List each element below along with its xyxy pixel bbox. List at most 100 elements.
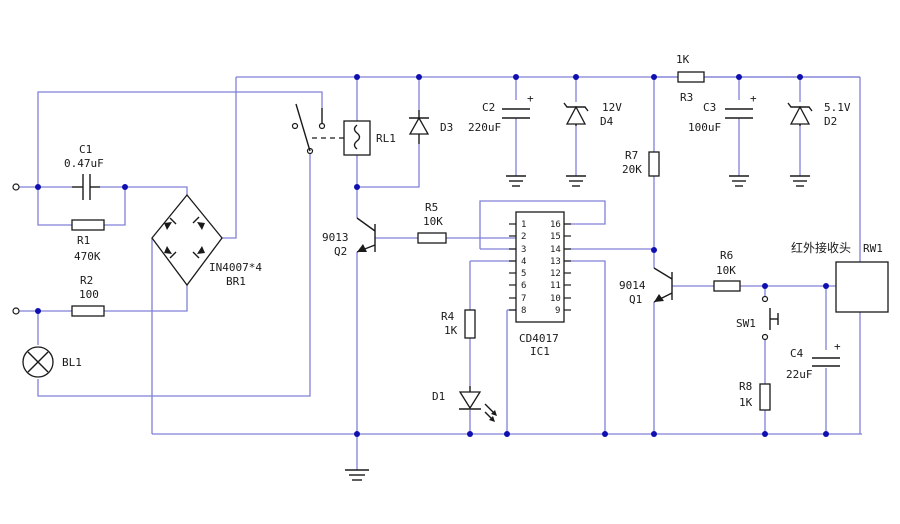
junction-dot — [651, 247, 657, 253]
r8-value-label: 1K — [739, 396, 753, 409]
junction-dots — [35, 74, 829, 437]
r5-ref-label: R5 — [425, 201, 438, 214]
ic1-pin-number: 13 — [550, 257, 561, 267]
mains-input-terminal — [12, 307, 20, 315]
d1-ref-label: D1 — [432, 390, 445, 403]
q1-ref-label: Q1 — [629, 293, 642, 306]
junction-dot — [736, 74, 742, 80]
r5-value-label: 10K — [423, 215, 443, 228]
r7-ref-label: R7 — [625, 149, 638, 162]
junction-dot — [354, 184, 360, 190]
q2-ref-label: Q2 — [334, 245, 347, 258]
ic1-pin-number: 9 — [555, 306, 560, 316]
junction-dot — [513, 74, 519, 80]
ground-symbol-d4 — [566, 175, 586, 187]
junction-dot — [354, 431, 360, 437]
ic1-pin-number: 2 — [521, 232, 526, 242]
ic1-pin-number: 4 — [521, 257, 526, 267]
junction-dot — [573, 74, 579, 80]
junction-dot — [762, 431, 768, 437]
r7-value-label: 20K — [622, 163, 642, 176]
resistor-r1 — [71, 219, 105, 231]
c4-polarity-mark: + — [834, 340, 841, 353]
ic1-pin-number: 15 — [550, 232, 561, 242]
ic1-pin-number: 10 — [550, 294, 561, 304]
junction-dot — [416, 74, 422, 80]
rw1-ref-label: RW1 — [863, 242, 883, 255]
diode-d3 — [408, 110, 430, 144]
c3-polarity-mark: + — [750, 92, 757, 105]
d4-value-label: 12V — [602, 101, 622, 114]
c3-value-label: 100uF — [688, 121, 721, 134]
ic-cd4017: 1 2 3 4 5 6 7 8 16 15 14 13 12 11 10 9 — [509, 211, 571, 323]
junction-dot — [467, 431, 473, 437]
ic1-pin-number: 5 — [521, 269, 526, 279]
r4-value-label: 1K — [444, 324, 458, 337]
ic1-ref-label: IC1 — [530, 345, 550, 358]
ground-symbol-main — [345, 469, 369, 481]
junction-dot — [504, 431, 510, 437]
d2-value-label: 5.1V — [824, 101, 851, 114]
ic1-value-label: CD4017 — [519, 332, 559, 345]
r2-ref-label: R2 — [80, 274, 93, 287]
c2-ref-label: C2 — [482, 101, 495, 114]
r3-value-label: 1K — [676, 53, 690, 66]
capacitor-c4 — [812, 357, 840, 367]
q1-value-label: 9014 — [619, 279, 646, 292]
resistor-r7 — [648, 151, 660, 177]
junction-dot — [602, 431, 608, 437]
resistor-r5 — [417, 232, 447, 244]
ic1-pin-number: 14 — [550, 245, 561, 255]
r6-ref-label: R6 — [720, 249, 733, 262]
junction-dot — [651, 431, 657, 437]
junction-dot — [762, 283, 768, 289]
ic1-pin-number: 8 — [521, 306, 526, 316]
d4-ref-label: D4 — [600, 115, 614, 128]
rl1-ref-label: RL1 — [376, 132, 396, 145]
ic1-pin-number: 11 — [550, 281, 561, 291]
transistor-q1 — [653, 267, 673, 303]
capacitor-c1 — [72, 174, 100, 200]
c2-value-label: 220uF — [468, 121, 501, 134]
br1-ref-label: BR1 — [226, 275, 246, 288]
led-d1 — [458, 386, 497, 422]
ir-receiver-rw1 — [835, 261, 889, 313]
d3-ref-label: D3 — [440, 121, 453, 134]
ic1-pin-number: 1 — [521, 220, 526, 230]
resistor-r3 — [677, 71, 705, 83]
resistor-r8 — [759, 383, 771, 411]
resistor-r4 — [464, 309, 476, 339]
ic1-pin-number: 7 — [521, 294, 526, 304]
br1-value-label: IN4007*4 — [209, 261, 262, 274]
bl1-ref-label: BL1 — [62, 356, 82, 369]
junction-dot — [35, 184, 41, 190]
ground-symbol-c3 — [729, 175, 749, 187]
r8-ref-label: R8 — [739, 380, 752, 393]
r6-value-label: 10K — [716, 264, 736, 277]
ic1-right-pin-numbers: 16 15 14 13 12 11 10 9 — [550, 220, 561, 316]
capacitor-c3 — [725, 108, 753, 119]
junction-dot — [823, 431, 829, 437]
ic1-pin-number: 16 — [550, 220, 561, 230]
ic1-pin-number: 6 — [521, 281, 526, 291]
junction-dot — [823, 283, 829, 289]
q2-value-label: 9013 — [322, 231, 349, 244]
ic1-pin-number: 12 — [550, 269, 561, 279]
r3-ref-label: R3 — [680, 91, 693, 104]
capacitor-c2 — [502, 108, 530, 119]
resistor-r6 — [713, 280, 741, 292]
ic1-left-pin-stubs — [509, 223, 516, 311]
r1-value-label: 470K — [74, 250, 101, 263]
ic1-right-pin-stubs — [564, 223, 571, 311]
c1-ref-label: C1 — [79, 143, 92, 156]
zener-diode-d2 — [787, 102, 813, 126]
junction-dot — [122, 184, 128, 190]
ground-symbol-d2 — [790, 175, 810, 187]
c2-polarity-mark: + — [527, 92, 534, 105]
rw1-value-label: 红外接收头 — [791, 240, 851, 255]
lamp-bl1 — [22, 346, 54, 378]
r1-ref-label: R1 — [77, 234, 90, 247]
junction-dot — [651, 74, 657, 80]
r4-ref-label: R4 — [441, 310, 455, 323]
